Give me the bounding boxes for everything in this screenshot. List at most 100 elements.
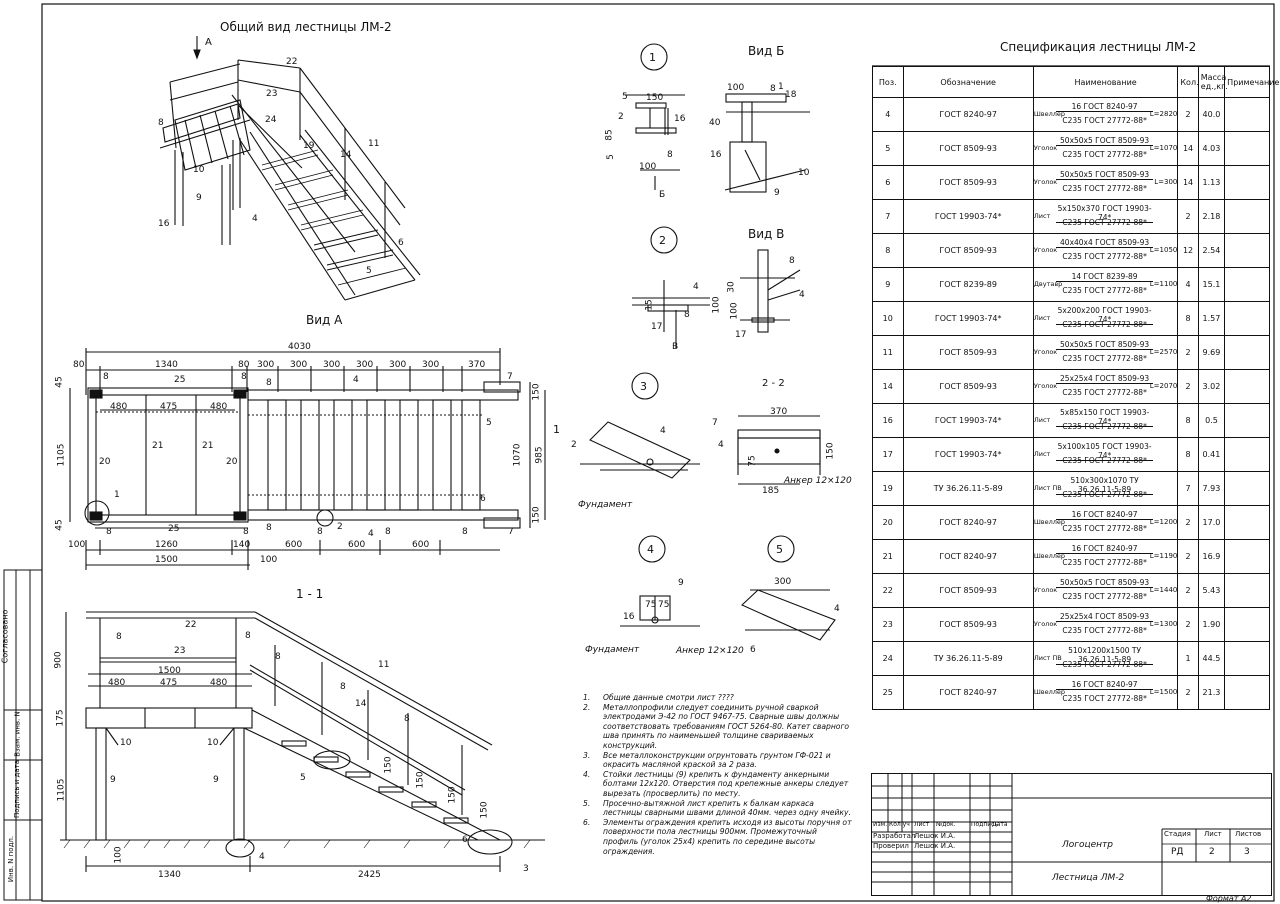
side-stamp-frame [3,569,43,901]
position-callout: 9 [110,775,116,785]
dim-label: 150 [383,756,394,774]
position-callout: 2 [337,522,343,532]
dim-label: 16 [710,150,722,160]
dim-label: 1105 [56,443,67,467]
spec-table: Поз. Обозначение Наименование Кол. Масса… [872,66,1279,710]
note-text: Металлопрофили следует соединить ручной … [603,702,850,750]
position-callout: 8 [266,378,272,388]
spec-name-top: 25х25х4 ГОСТ 8509-93 [1055,612,1154,622]
spec-name-bottom: С235 ГОСТ 27772-88* [1062,524,1147,533]
detail-number: 4 [647,543,654,556]
dim-label: 100 [727,83,745,93]
dim-label: 1340 [155,360,178,370]
position-callout: 25 [174,375,186,385]
spec-pos: 14 [872,369,904,404]
spec-qty: 8 [1177,403,1199,438]
title-block: Изм. Кол.уч Лист №док. Подпись Дата Разр… [871,773,1272,896]
position-callout: 4 [718,440,724,450]
spec-name-length: L=1050 [1149,246,1178,254]
position-callout: 7 [508,527,514,537]
dim-label: 16 [623,612,635,622]
section-2-2-title: 2 - 2 [762,378,785,389]
spec-note [1224,471,1270,506]
view-v-title: Вид В [748,227,785,241]
position-callout: 10 [193,165,205,175]
dim-label: 100 [729,302,740,320]
spec-mass: 0.5 [1197,403,1226,438]
spec-mass: 1.57 [1197,301,1226,336]
dim-label: 17 [735,330,747,340]
foundation-label: Фундамент [578,500,633,510]
spec-name-top: 5х85х150 ГОСТ 19903-74* [1055,408,1154,427]
spec-mass: 15.1 [1197,267,1226,302]
note-item: 3.Все металлоконструкции огрунтовать гру… [583,751,853,770]
spec-name-length: L=1190 [1149,552,1178,560]
spec-pos: 6 [872,165,904,200]
spec-header: Масса ед.,кг. [1197,66,1228,98]
spec-name-length: L=1500 [1149,688,1178,696]
spec-name-prefix: Лист ПВ [1033,654,1062,662]
dim-label: 80 [238,360,250,370]
spec-note [1224,539,1270,574]
dim-label: 1260 [155,540,178,550]
spec-mass: 5.43 [1197,573,1226,608]
dim-label: 300 [323,360,341,370]
position-callout: 5 [366,266,372,276]
position-callout: 21 [202,441,214,451]
position-callout: 4 [353,375,359,385]
dim-label: 370 [770,407,788,417]
dim-label: 75 [645,600,657,610]
position-callout: 7 [712,418,718,428]
dim-label: 4 [799,290,805,300]
spec-name-prefix: Двутавр [1033,280,1063,288]
dim-label: 4 [834,604,840,614]
spec-pos: 11 [872,335,904,370]
tb-col: Подпись [971,821,998,828]
spec-qty: 2 [1177,539,1199,574]
spec-name-bottom: С235 ГОСТ 27772-88* [1062,592,1147,601]
dim-label: 480 [110,402,128,412]
dim-label: 370 [468,360,486,370]
spec-qty: 2 [1177,199,1199,234]
note-text: Стойки лестницы (9) крепить к фундаменту… [603,769,849,798]
spec-pos: 23 [872,607,904,642]
spec-name-top: 50х50х5 ГОСТ 8509-93 [1055,578,1154,588]
spec-name-length: L=1100 [1149,280,1178,288]
spec-mass: 16.9 [1197,539,1226,574]
spec-pos: 4 [872,97,904,132]
spec-doc: ГОСТ 8509-93 [902,607,1034,642]
spec-note [1224,335,1270,370]
spec-pos: 5 [872,131,904,166]
tb-col: №док. [936,821,956,828]
position-callout: 1 [114,490,120,500]
spec-name-prefix: Уголок [1033,178,1058,186]
spec-qty: 2 [1177,607,1199,642]
position-callout: 11 [368,139,380,149]
spec-name-bottom: С235 ГОСТ 27772-88* [1062,558,1147,567]
tb-developed-label: Разработал [873,832,916,840]
spec-name-top: 50х50х5 ГОСТ 8509-93 [1055,340,1154,350]
dim-label: 1340 [158,870,181,880]
position-callout: 22 [185,620,197,630]
spec-note [1224,233,1270,268]
spec-doc: ГОСТ 8509-93 [902,131,1034,166]
dim-label: 150 [415,771,426,789]
spec-doc: ТУ 36.26.11-5-89 [902,471,1034,506]
spec-name-prefix: Швеллер [1033,518,1066,526]
dim-label: 600 [348,540,366,550]
